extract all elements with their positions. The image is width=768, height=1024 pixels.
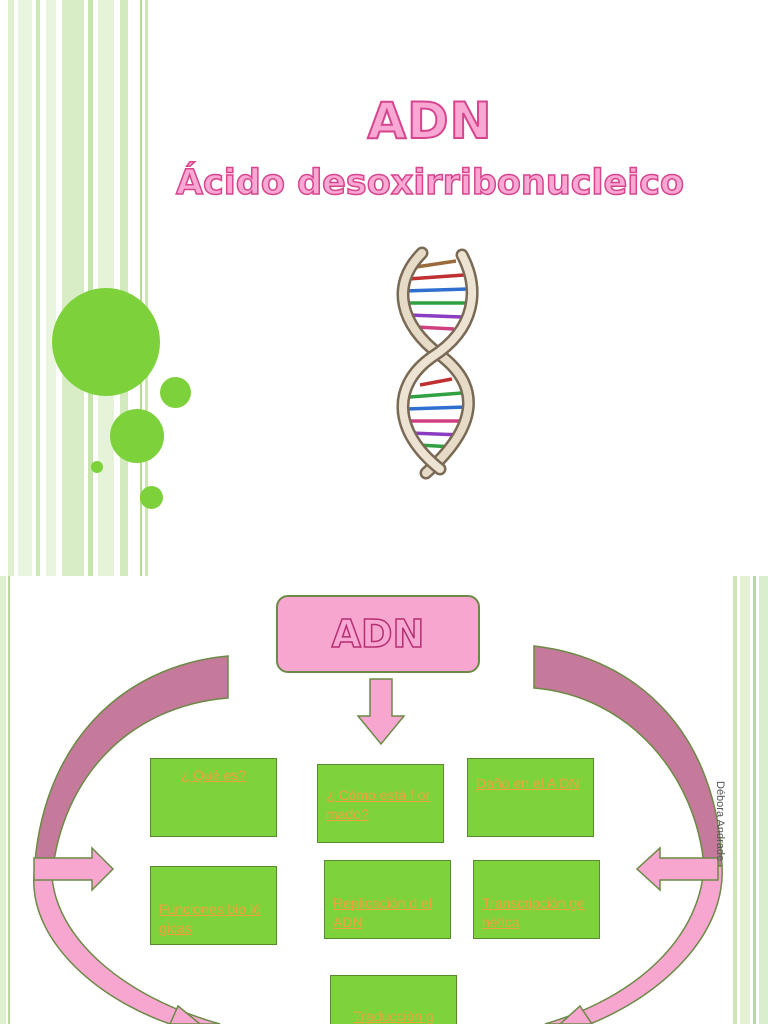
- topic-box-transcripcion-genetica: Transcripción genética: [473, 860, 600, 939]
- decor-circle-small: [160, 377, 191, 408]
- slide-2: ADN ¿ Qué es? ¿ Cómo está f ormado? Daño…: [0, 576, 768, 1024]
- dna-helix-image: [396, 246, 479, 480]
- slide-1: ADN Ácido desoxirribonucleico: [0, 0, 685, 576]
- topic-box-funciones-biologicas: Funciones bio lógicas: [150, 866, 277, 945]
- topic-box-traduccion: Traducción g: [330, 975, 457, 1024]
- center-title: ADN: [331, 611, 425, 657]
- topic-link-funciones-biologicas[interactable]: Funciones bio lógicas: [159, 901, 261, 936]
- topic-box-replicacion-adn: Replicación d el ADN: [324, 860, 451, 939]
- topic-link-transcripcion-genetica[interactable]: Transcripción genética: [482, 895, 585, 930]
- decor-circle-large: [52, 288, 160, 396]
- author-name: Débora Andrade: [714, 781, 726, 862]
- author-credit: Débora Andrade: [708, 781, 728, 871]
- slide-subtitle: Ácido desoxirribonucleico: [175, 162, 685, 204]
- adn-center-box: ADN: [276, 595, 480, 673]
- diagram-arrows: [0, 576, 768, 1024]
- topic-box-dano-adn: Daño en el A DN: [467, 758, 594, 837]
- topic-link-como-esta-formado[interactable]: ¿ Cómo está f ormado?: [326, 787, 431, 822]
- decor-circle-tiny: [91, 461, 103, 473]
- topic-box-como-esta-formado: ¿ Cómo está f ormado?: [317, 764, 444, 843]
- decor-circle-small-2: [140, 486, 163, 509]
- topic-link-replicacion-adn[interactable]: Replicación d el ADN: [333, 895, 432, 930]
- topic-link-traduccion[interactable]: Traducción g: [353, 1008, 434, 1024]
- decorative-stripes: [0, 0, 150, 576]
- topic-link-dano-adn[interactable]: Daño en el A DN: [476, 775, 580, 791]
- topic-link-que-es[interactable]: ¿ Qué es?: [180, 767, 247, 783]
- decor-circle-medium: [110, 409, 164, 463]
- topic-box-que-es: ¿ Qué es?: [150, 758, 277, 837]
- slide-title: ADN: [366, 91, 493, 151]
